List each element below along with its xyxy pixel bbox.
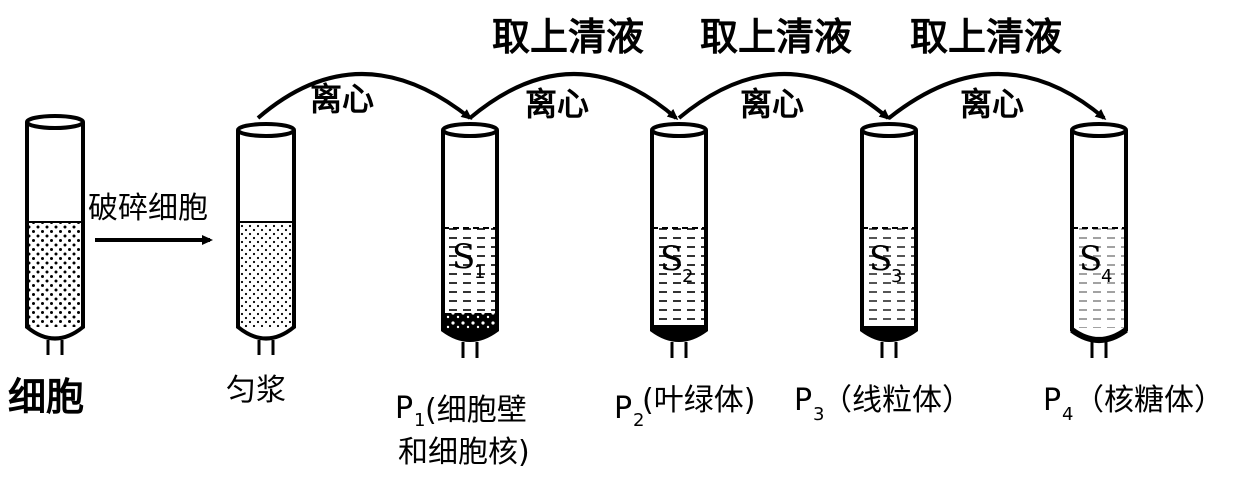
s4-sub: 4 [1101, 266, 1112, 287]
arc-centrifuge-4 [887, 72, 1107, 120]
label-homogenate: 匀浆 [226, 373, 286, 408]
label-centrifuge-1: 离心 [310, 80, 374, 118]
p2-letter: P [614, 391, 632, 426]
p3-desc: （线粒体） [822, 383, 972, 418]
label-centrifuge-2: 离心 [525, 85, 589, 123]
tube-p2: S 2 [650, 122, 708, 358]
label-supernatant-3: 取上清液 [910, 15, 1062, 59]
label-cell: 细胞 [8, 375, 84, 419]
label-centrifuge-3: 离心 [740, 85, 804, 123]
p1-sub: 1 [414, 410, 425, 431]
p4-letter: P [1043, 383, 1061, 418]
s4-letter: S [1079, 239, 1102, 279]
label-supernatant-2: 取上清液 [700, 15, 852, 59]
p4-sub: 4 [1062, 404, 1073, 425]
p1-letter: P [395, 391, 413, 426]
p1-desc-line2: 和细胞核) [398, 435, 530, 470]
arc-centrifuge-3 [677, 72, 891, 120]
p1-desc-line1: (细胞壁 [425, 393, 527, 428]
s3-sub: 3 [891, 266, 902, 287]
tube-p1: S 1 [441, 122, 499, 358]
s3-letter: S [869, 239, 892, 279]
tube-p3: S 3 [860, 122, 918, 358]
s2-letter: S [660, 239, 683, 279]
label-supernatant-1: 取上清液 [492, 15, 644, 59]
p3-letter: P [794, 383, 812, 418]
p2-sub: 2 [633, 410, 644, 431]
arc-centrifuge-2 [468, 72, 679, 120]
label-centrifuge-4: 离心 [960, 85, 1024, 123]
p2-desc: (叶绿体) [642, 383, 755, 418]
tube-homogenate [236, 122, 296, 355]
arc-centrifuge-1 [256, 72, 473, 120]
tube-p4: S 4 [1070, 122, 1128, 358]
s1-sub: 1 [474, 262, 485, 283]
tube-cells [25, 114, 85, 355]
p4-desc: （核糖体） [1074, 383, 1224, 418]
s1-letter: S [452, 237, 475, 277]
p3-sub: 3 [813, 404, 824, 425]
s2-sub: 2 [682, 266, 693, 287]
label-break-cells: 破碎细胞 [88, 191, 208, 226]
